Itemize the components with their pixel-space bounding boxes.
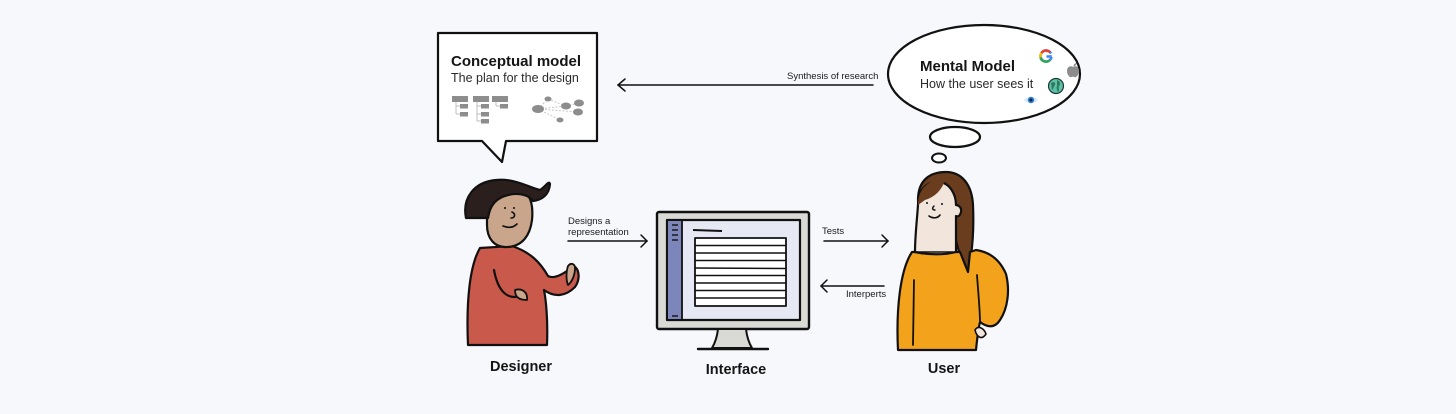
user-figure <box>896 170 1010 352</box>
interface-caption: Interface <box>705 362 767 378</box>
eye-icon <box>1024 96 1038 104</box>
user-shirt <box>896 248 1010 352</box>
monitor-stand <box>711 328 753 349</box>
synthesis-arrow <box>616 78 874 92</box>
apple-icon <box>1067 63 1079 78</box>
synthesis-label: Synthesis of research <box>787 71 879 82</box>
user-caption: User <box>927 361 961 377</box>
mental-model-subtitle: How the user sees it <box>920 77 1034 91</box>
tests-label: Tests <box>822 226 845 237</box>
designs-label-line2: representation <box>568 227 629 238</box>
monitor-table-rows <box>694 244 787 299</box>
designs-arrow <box>567 234 649 248</box>
interprets-label: Interperts <box>846 289 887 300</box>
conceptual-model-subtitle: The plan for the design <box>451 71 579 85</box>
mental-model-title: Mental Model <box>920 58 1016 75</box>
globe-icon <box>1047 77 1065 95</box>
tests-arrow <box>823 234 890 248</box>
monitor-table <box>694 237 787 307</box>
hierarchy-diagram-icon <box>452 96 508 124</box>
designer-hair <box>464 178 552 220</box>
monitor-figure <box>655 210 811 351</box>
conceptual-model-title: Conceptual model <box>451 53 582 70</box>
thought-bubble-small <box>928 125 982 149</box>
monitor-sidebar <box>668 221 682 319</box>
speech-bubble <box>436 31 599 164</box>
interprets-arrow <box>819 279 885 293</box>
designs-label-line1: Designs a <box>568 216 611 227</box>
designer-figure <box>464 178 580 347</box>
google-icon <box>1039 49 1053 63</box>
designer-caption: Designer <box>489 359 553 375</box>
thought-bubble-tiny <box>931 152 947 164</box>
network-diagram-icon <box>532 96 584 123</box>
